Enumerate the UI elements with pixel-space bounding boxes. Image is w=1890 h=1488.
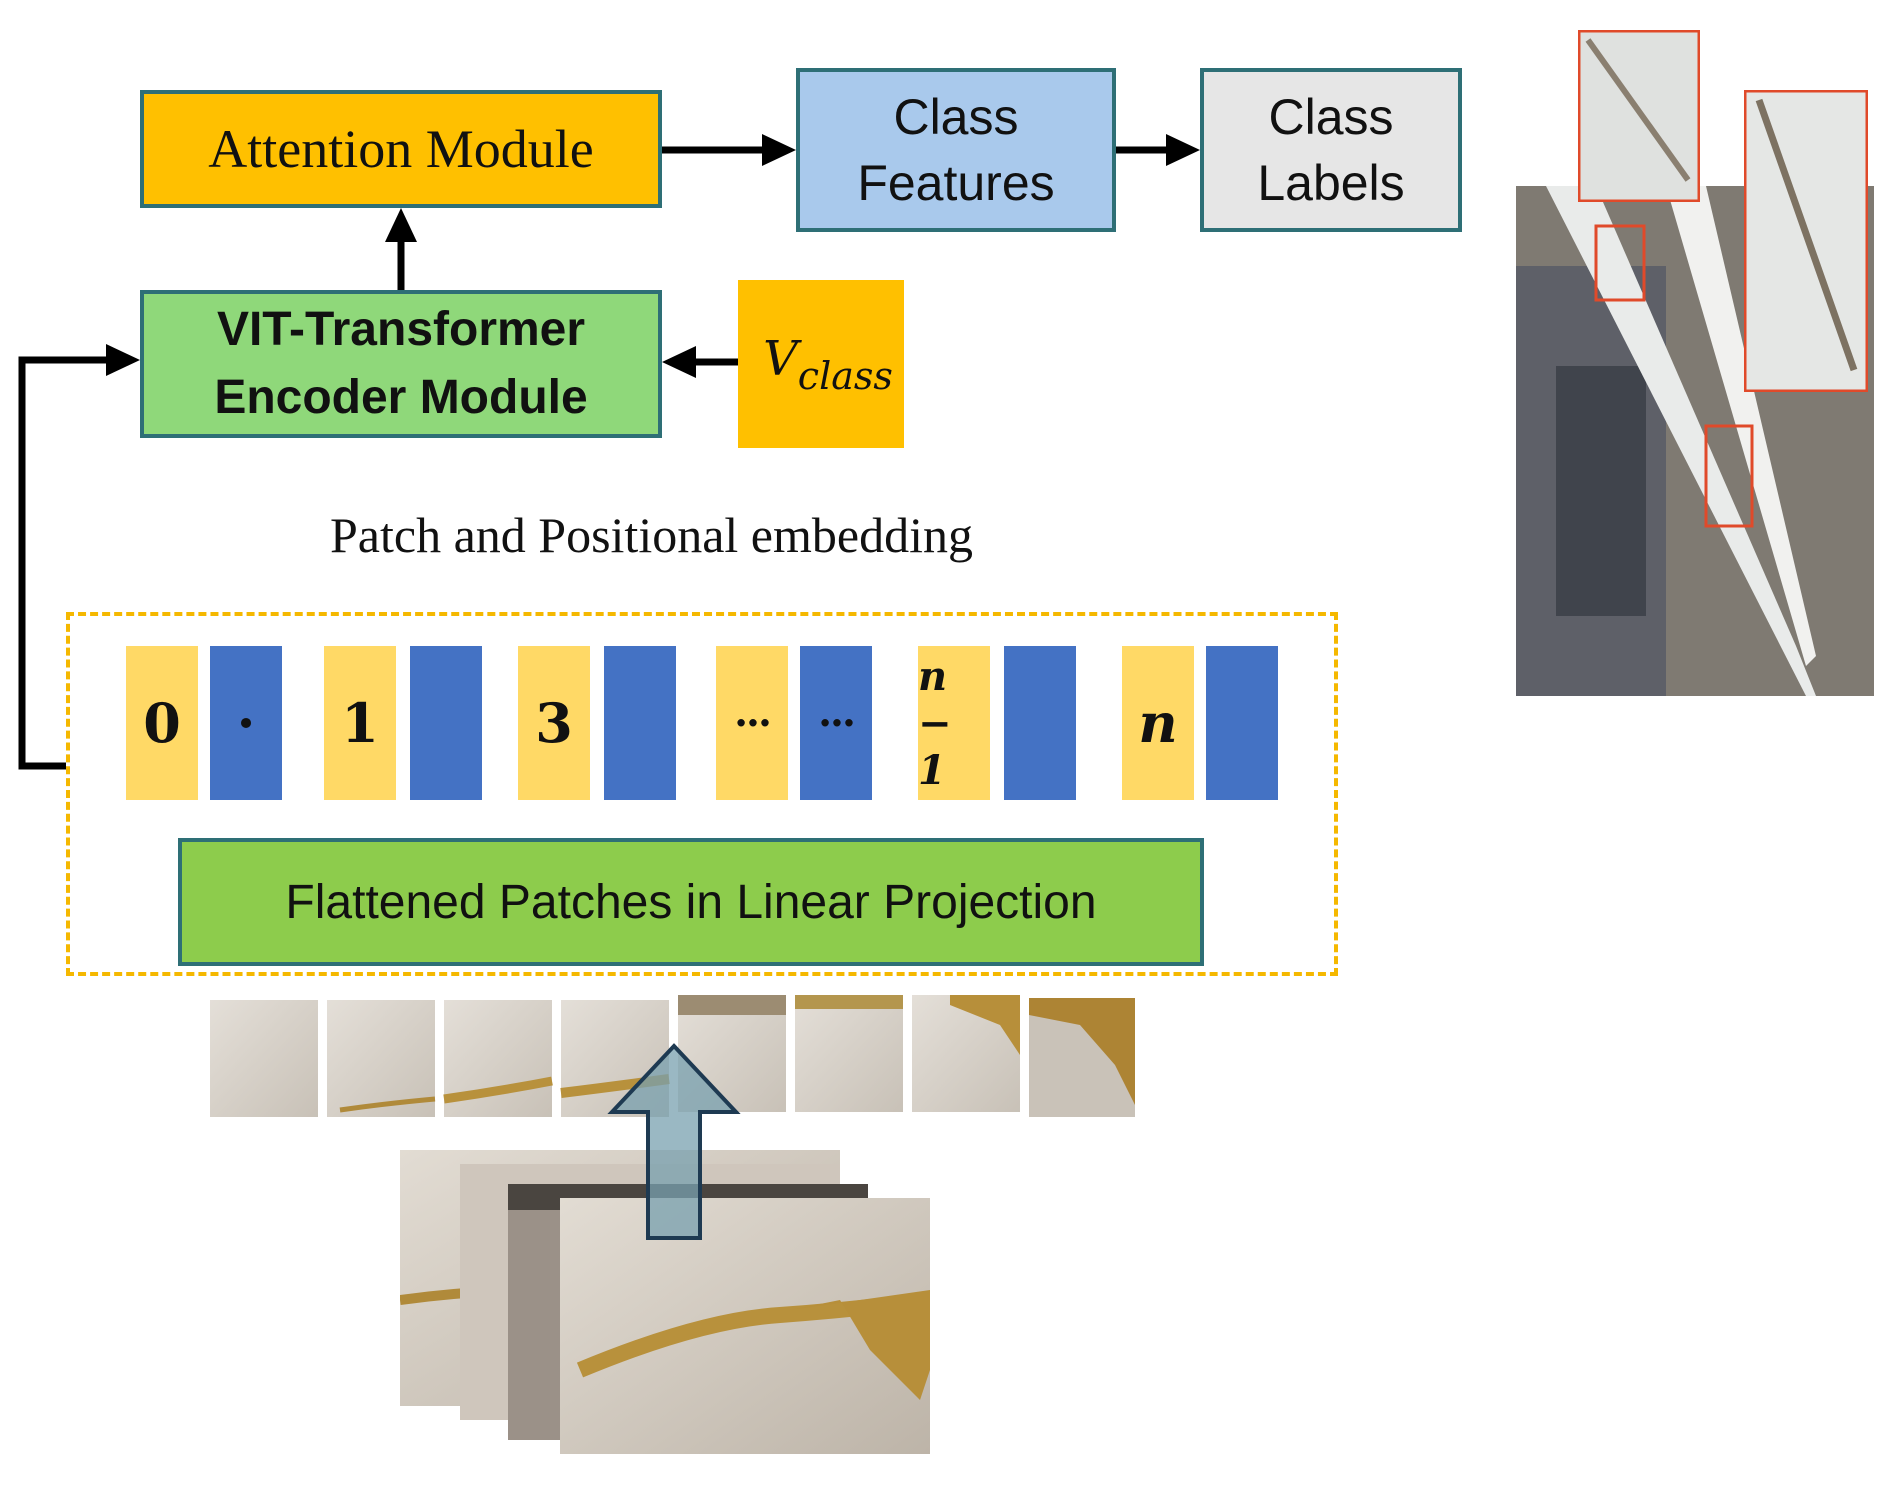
vit-encoder-label-line1: VIT-Transformer (216, 302, 586, 356)
patch-6 (795, 995, 903, 1112)
position-token-1: 1 (324, 646, 396, 800)
position-token-ellipsis: ··· (716, 646, 788, 800)
zoomed-damage-view-1 (1578, 30, 1700, 202)
patch-7 (912, 995, 1020, 1112)
patch-3 (443, 1000, 553, 1117)
class-labels-label-line2: Labels (1257, 155, 1405, 211)
arrow-attention-to-features (662, 134, 796, 166)
arrow-encoder-to-attention (385, 208, 417, 290)
vit-encoder-module: VIT-Transformer Encoder Module (140, 290, 662, 438)
class-features-label-line1: Class (893, 89, 1019, 145)
class-labels-module: Class Labels (1200, 68, 1462, 232)
up-arrow-icon (607, 1043, 741, 1240)
embedding-frame (66, 612, 1338, 976)
class-token-base: V (763, 330, 798, 387)
arrow-vclass-to-encoder (662, 346, 738, 378)
class-token-subscript: class (797, 353, 893, 398)
patch-1 (210, 1000, 318, 1117)
patch-token-3 (604, 646, 676, 800)
input-image-4 (560, 1198, 930, 1454)
class-features-label-line2: Features (857, 155, 1055, 211)
position-token-n: n (1122, 646, 1194, 800)
position-token-3: 3 (518, 646, 590, 800)
zoomed-damage-view-2 (1744, 90, 1868, 392)
linear-projection-module: Flattened Patches in Linear Projection (178, 838, 1204, 966)
vit-encoder-label-line2: Encoder Module (214, 371, 588, 424)
patch-2 (327, 1000, 436, 1117)
class-token-box: Vclass (738, 280, 904, 448)
patch-8 (1029, 998, 1135, 1117)
patch-token-1 (410, 646, 482, 800)
class-features-module: Class Features (796, 68, 1116, 232)
position-token-n-minus-1: n − 1 (918, 646, 990, 800)
arrow-features-to-labels (1116, 134, 1200, 166)
input-image-stack (400, 1150, 930, 1454)
linear-projection-label: Flattened Patches in Linear Projection (285, 875, 1097, 929)
position-token-0: 0 (126, 646, 198, 800)
patch-token-n-minus-1 (1004, 646, 1076, 800)
embedding-title: Patch and Positional embedding (330, 507, 973, 563)
class-labels-label-line1: Class (1268, 89, 1394, 145)
patch-token-0: · (210, 646, 282, 800)
patch-token-ellipsis: ··· (800, 646, 872, 800)
patch-token-n (1206, 646, 1278, 800)
attention-module: Attention Module (140, 90, 662, 208)
attention-module-label: Attention Module (208, 119, 594, 179)
arrow-embedding-to-encoder (18, 344, 140, 770)
damage-patch-strip (210, 995, 1135, 1117)
wind-turbine-blade-photo (1516, 186, 1874, 696)
class-token-symbol: Vclass (763, 331, 893, 398)
